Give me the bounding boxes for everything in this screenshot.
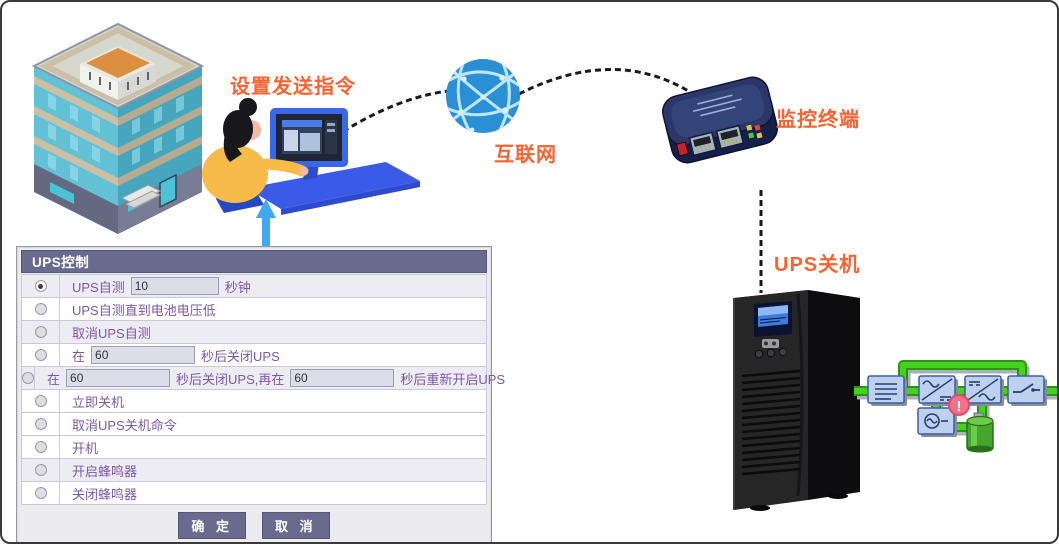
ups-control-panel: UPS控制 UPS自测 秒钟 UPS自测直到电池电压低 取消UPS自测 [16, 246, 505, 542]
option-row-selftest: UPS自测 秒钟 [21, 274, 487, 298]
filter-module-icon [867, 375, 907, 406]
option-row-selftest-lowbatt: UPS自测直到电池电压低 [21, 297, 487, 321]
option-text: 秒后重新开启UPS [400, 371, 506, 387]
charger-module-icon [917, 407, 957, 437]
radio-buzzer-off[interactable] [34, 487, 47, 499]
ups-lcd-display [754, 301, 792, 337]
label-terminal: 监控终端 [776, 109, 860, 131]
ups-vents [741, 369, 801, 476]
option-row-buzzer-on: 开启蜂鸣器 [21, 458, 487, 482]
option-text: 在 [47, 371, 61, 387]
option-text: 秒后关闭UPS [201, 348, 280, 364]
ethernet-port-icon [715, 124, 745, 150]
entrance-steps [120, 184, 162, 209]
option-text: 取消UPS关机命令 [72, 417, 177, 433]
option-text: 关闭蜂鸣器 [72, 486, 138, 502]
option-text: 秒钟 [224, 279, 251, 295]
radio-selftest-lowbatt[interactable] [34, 303, 47, 315]
office-building-illustration [31, 22, 205, 234]
label-ups-shutdown: UPS关机 [774, 254, 861, 276]
alert-icon: ! [948, 394, 970, 416]
panel-title: UPS控制 [21, 250, 487, 273]
radio-shutdown-restart[interactable] [22, 372, 34, 384]
radio-shutdown-delay[interactable] [34, 349, 47, 361]
ok-button[interactable]: 确 定 [178, 512, 246, 539]
monitoring-terminal-illustration [662, 76, 778, 164]
operator-computer-illustration [202, 98, 420, 215]
bypass-switch-module-icon [1007, 375, 1047, 406]
ethernet-port-icon [688, 131, 718, 157]
option-row-shutdown-now: 立即关机 [21, 389, 487, 413]
shutdown-delay-input2[interactable] [66, 369, 171, 387]
svg-text:!: ! [957, 398, 962, 415]
option-row-cancel-shutdown: 取消UPS关机命令 [21, 412, 487, 436]
inverter-module-icon [964, 375, 1004, 406]
option-text: 在 [72, 348, 86, 364]
person [202, 98, 309, 203]
option-row-shutdown-restart: 在 秒后关闭UPS,再在 秒后重新开启UPS [21, 366, 505, 390]
internet-globe-icon [446, 59, 520, 133]
link-internet-terminal [518, 68, 691, 96]
rectifier-module-icon [918, 375, 958, 406]
label-internet: 互联网 [494, 144, 557, 166]
restart-delay-input[interactable] [290, 369, 395, 387]
radio-power-on[interactable] [34, 441, 47, 453]
radio-selftest[interactable] [34, 280, 47, 292]
option-text: 立即关机 [72, 394, 125, 410]
option-row-shutdown-delay: 在 秒后关闭UPS [21, 343, 487, 367]
radio-cancel-selftest[interactable] [34, 326, 47, 338]
power-flow-diagram: ! [854, 360, 1057, 453]
option-row-cancel-selftest: 取消UPS自测 [21, 320, 487, 344]
cancel-button[interactable]: 取 消 [262, 512, 330, 539]
ups-buttons [754, 347, 788, 359]
option-text: 开机 [72, 440, 99, 456]
ups-tower-illustration [733, 290, 860, 511]
option-text: UPS自测 [72, 279, 125, 295]
option-row-power-on: 开机 [21, 435, 487, 459]
option-text: 开启蜂鸣器 [72, 463, 138, 479]
option-text: UPS自测直到电池电压低 [72, 302, 216, 318]
up-arrow-icon [256, 199, 276, 248]
desk [247, 162, 420, 215]
radio-shutdown-now[interactable] [34, 395, 47, 407]
option-row-buzzer-off: 关闭蜂鸣器 [21, 481, 487, 505]
option-text: 秒后关闭UPS,再在 [176, 371, 285, 387]
status-led-icons [746, 124, 763, 139]
option-text: 取消UPS自测 [72, 325, 151, 341]
shutdown-delay-input[interactable] [91, 346, 196, 364]
radio-buzzer-on[interactable] [34, 464, 47, 476]
panel-option-table: UPS自测 秒钟 UPS自测直到电池电压低 取消UPS自测 在 秒后关闭UPS [21, 274, 505, 505]
radio-cancel-shutdown[interactable] [34, 418, 47, 430]
label-send-command: 设置发送指令 [230, 76, 356, 98]
panel-buttons: 确 定 取 消 [21, 505, 487, 542]
selftest-seconds-input[interactable] [130, 277, 219, 295]
battery-icon [966, 412, 994, 453]
monitor [270, 108, 348, 180]
